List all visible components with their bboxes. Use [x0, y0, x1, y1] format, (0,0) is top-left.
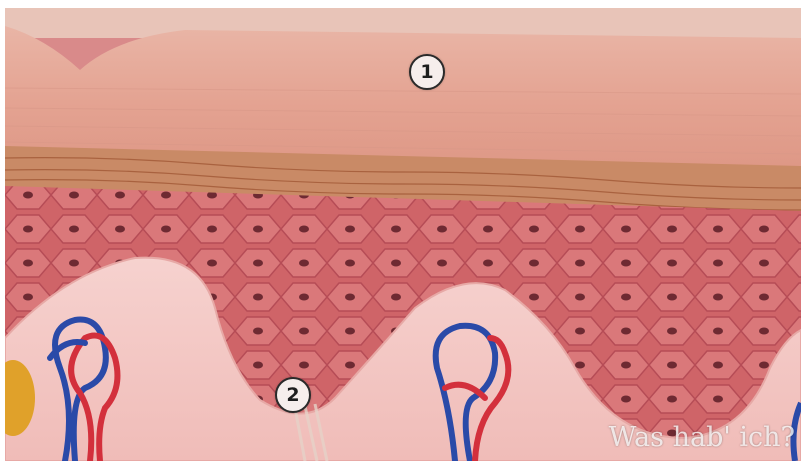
illustration-frame: 1 2 Was hab' ich?: [5, 8, 801, 461]
marker-1: 1: [409, 54, 445, 90]
marker-2: 2: [275, 377, 311, 413]
watermark: Was hab' ich?: [609, 422, 795, 453]
skin-layer-illustration: [5, 8, 801, 461]
